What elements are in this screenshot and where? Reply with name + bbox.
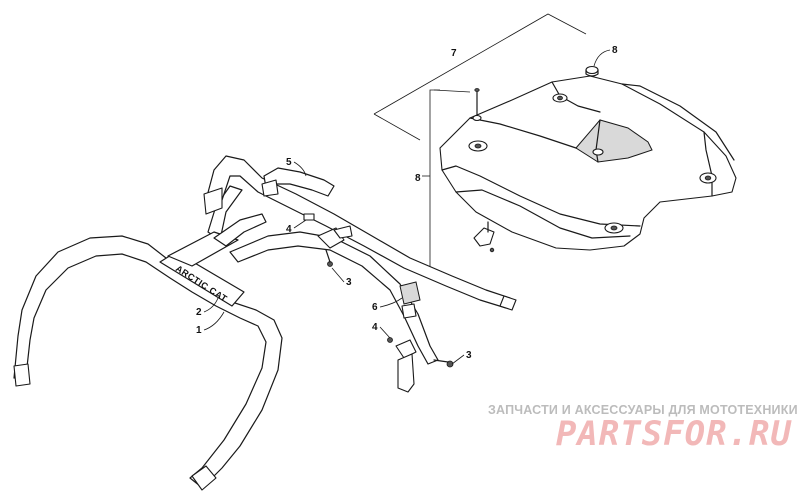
callout-3b: 3 [466, 350, 472, 361]
callout-5: 5 [286, 157, 292, 168]
bracket-8 [429, 89, 440, 270]
callout-1: 1 [196, 325, 202, 336]
callout-4b: 4 [372, 322, 378, 333]
callout-3a: 3 [346, 277, 352, 288]
roll-cage [13, 155, 517, 491]
bracket-7 [373, 13, 587, 115]
watermark-logo: PARTSFOR.RU [555, 414, 792, 454]
watermark-tagline: ЗАПЧАСТИ И АКСЕССУАРЫ ДЛЯ МОТОТЕХНИКИ [488, 403, 798, 417]
callouts: 1 2 3 3 4 4 5 6 7 8 8 [196, 45, 618, 365]
cap-icon [585, 65, 599, 75]
callout-7: 7 [451, 48, 457, 59]
callout-6: 6 [372, 302, 378, 313]
callout-4a: 4 [286, 224, 292, 235]
callout-2: 2 [196, 307, 202, 318]
callout-8a: 8 [612, 45, 618, 56]
callout-8b: 8 [415, 173, 421, 184]
roof-panel [439, 65, 737, 253]
